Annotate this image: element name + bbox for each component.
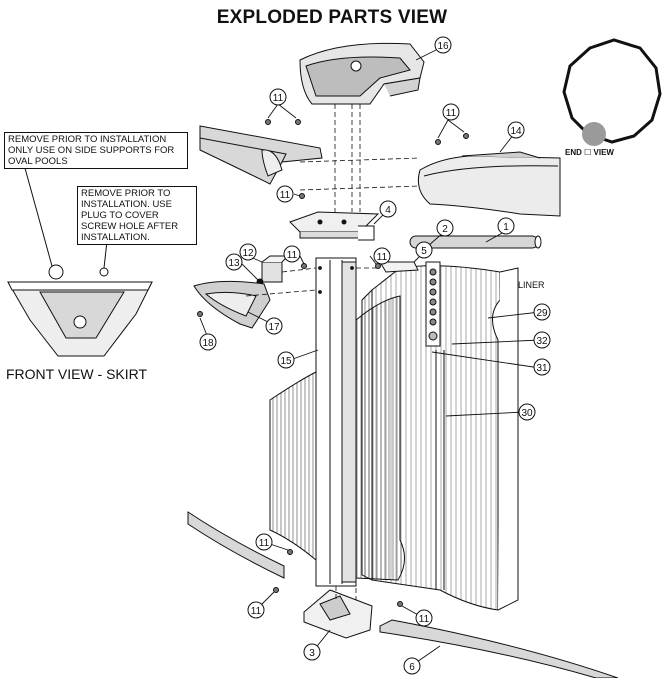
callout-32: 32 [533, 331, 551, 349]
svg-text:30: 30 [521, 408, 533, 419]
svg-text:4: 4 [385, 205, 391, 216]
svg-text:11: 11 [273, 93, 284, 104]
svg-text:32: 32 [536, 336, 548, 347]
callout-11: 11 [276, 185, 294, 203]
callout-11: 11 [283, 245, 301, 263]
stabilizer-strip [425, 261, 445, 590]
callout-18: 18 [199, 333, 217, 351]
svg-text:12: 12 [242, 248, 254, 259]
screws [197, 119, 469, 607]
svg-text:18: 18 [202, 338, 214, 349]
end-view-caption: END ☐ VIEW [565, 148, 614, 157]
top-rail-right [417, 151, 561, 217]
callout-11: 11 [255, 533, 273, 551]
rods [379, 235, 542, 273]
svg-text:1: 1 [503, 222, 509, 233]
callout-6: 6 [403, 657, 421, 675]
svg-text:5: 5 [421, 246, 427, 257]
svg-text:14: 14 [510, 126, 522, 137]
wall-panel [269, 295, 405, 581]
alignment-lines [245, 104, 421, 600]
callout-5: 5 [415, 241, 433, 259]
svg-text:6: 6 [409, 662, 415, 673]
callout-30: 30 [518, 403, 536, 421]
bottom-plate [303, 589, 373, 639]
note-plug: REMOVE PRIOR TO INSTALLATION. USE PLUG T… [77, 186, 197, 245]
front-view-skirt [7, 149, 153, 357]
liner-label: LINER [518, 280, 545, 290]
callout-29: 29 [533, 303, 551, 321]
callout-3: 3 [303, 643, 321, 661]
svg-text:11: 11 [251, 606, 262, 617]
callout-2: 2 [436, 219, 454, 237]
callout-11: 11 [415, 609, 433, 627]
svg-text:3: 3 [309, 648, 315, 659]
svg-text:29: 29 [536, 308, 548, 319]
svg-text:11: 11 [377, 252, 388, 263]
callout-12: 12 [239, 243, 257, 261]
callout-11: 11 [442, 103, 460, 121]
top-rail-left [199, 125, 323, 185]
callout-31: 31 [533, 358, 551, 376]
svg-text:13: 13 [228, 258, 240, 269]
callout-11: 11 [269, 88, 287, 106]
bottom-track [187, 511, 619, 678]
callout-4: 4 [379, 200, 397, 218]
svg-text:11: 11 [259, 538, 270, 549]
svg-text:11: 11 [446, 108, 457, 119]
vertical-upright [315, 257, 357, 587]
end-view-marker [582, 122, 606, 146]
callout-14: 14 [507, 121, 525, 139]
end-view-octagon [562, 38, 662, 144]
callout-13: 13 [225, 253, 243, 271]
svg-text:11: 11 [280, 190, 291, 201]
svg-text:16: 16 [437, 41, 449, 52]
callout-1: 1 [497, 217, 515, 235]
svg-text:15: 15 [280, 356, 292, 367]
callout-15: 15 [277, 351, 295, 369]
callout-17: 17 [265, 317, 283, 335]
top-plate [289, 211, 380, 241]
svg-text:17: 17 [268, 322, 280, 333]
callout-11: 11 [373, 247, 391, 265]
note-side-support: REMOVE PRIOR TO INSTALLATION ONLY USE ON… [4, 132, 188, 169]
svg-text:11: 11 [419, 614, 430, 625]
svg-text:2: 2 [442, 224, 448, 235]
top-cap [299, 42, 425, 105]
side-bracket [256, 255, 290, 286]
side-cover [193, 280, 271, 329]
callout-11: 11 [247, 601, 265, 619]
callout-16: 16 [434, 36, 452, 54]
svg-text:11: 11 [287, 250, 298, 261]
svg-text:31: 31 [536, 363, 548, 374]
page-title: EXPLODED PARTS VIEW [216, 7, 448, 28]
front-view-caption: FRONT VIEW - SKIRT [6, 366, 148, 382]
